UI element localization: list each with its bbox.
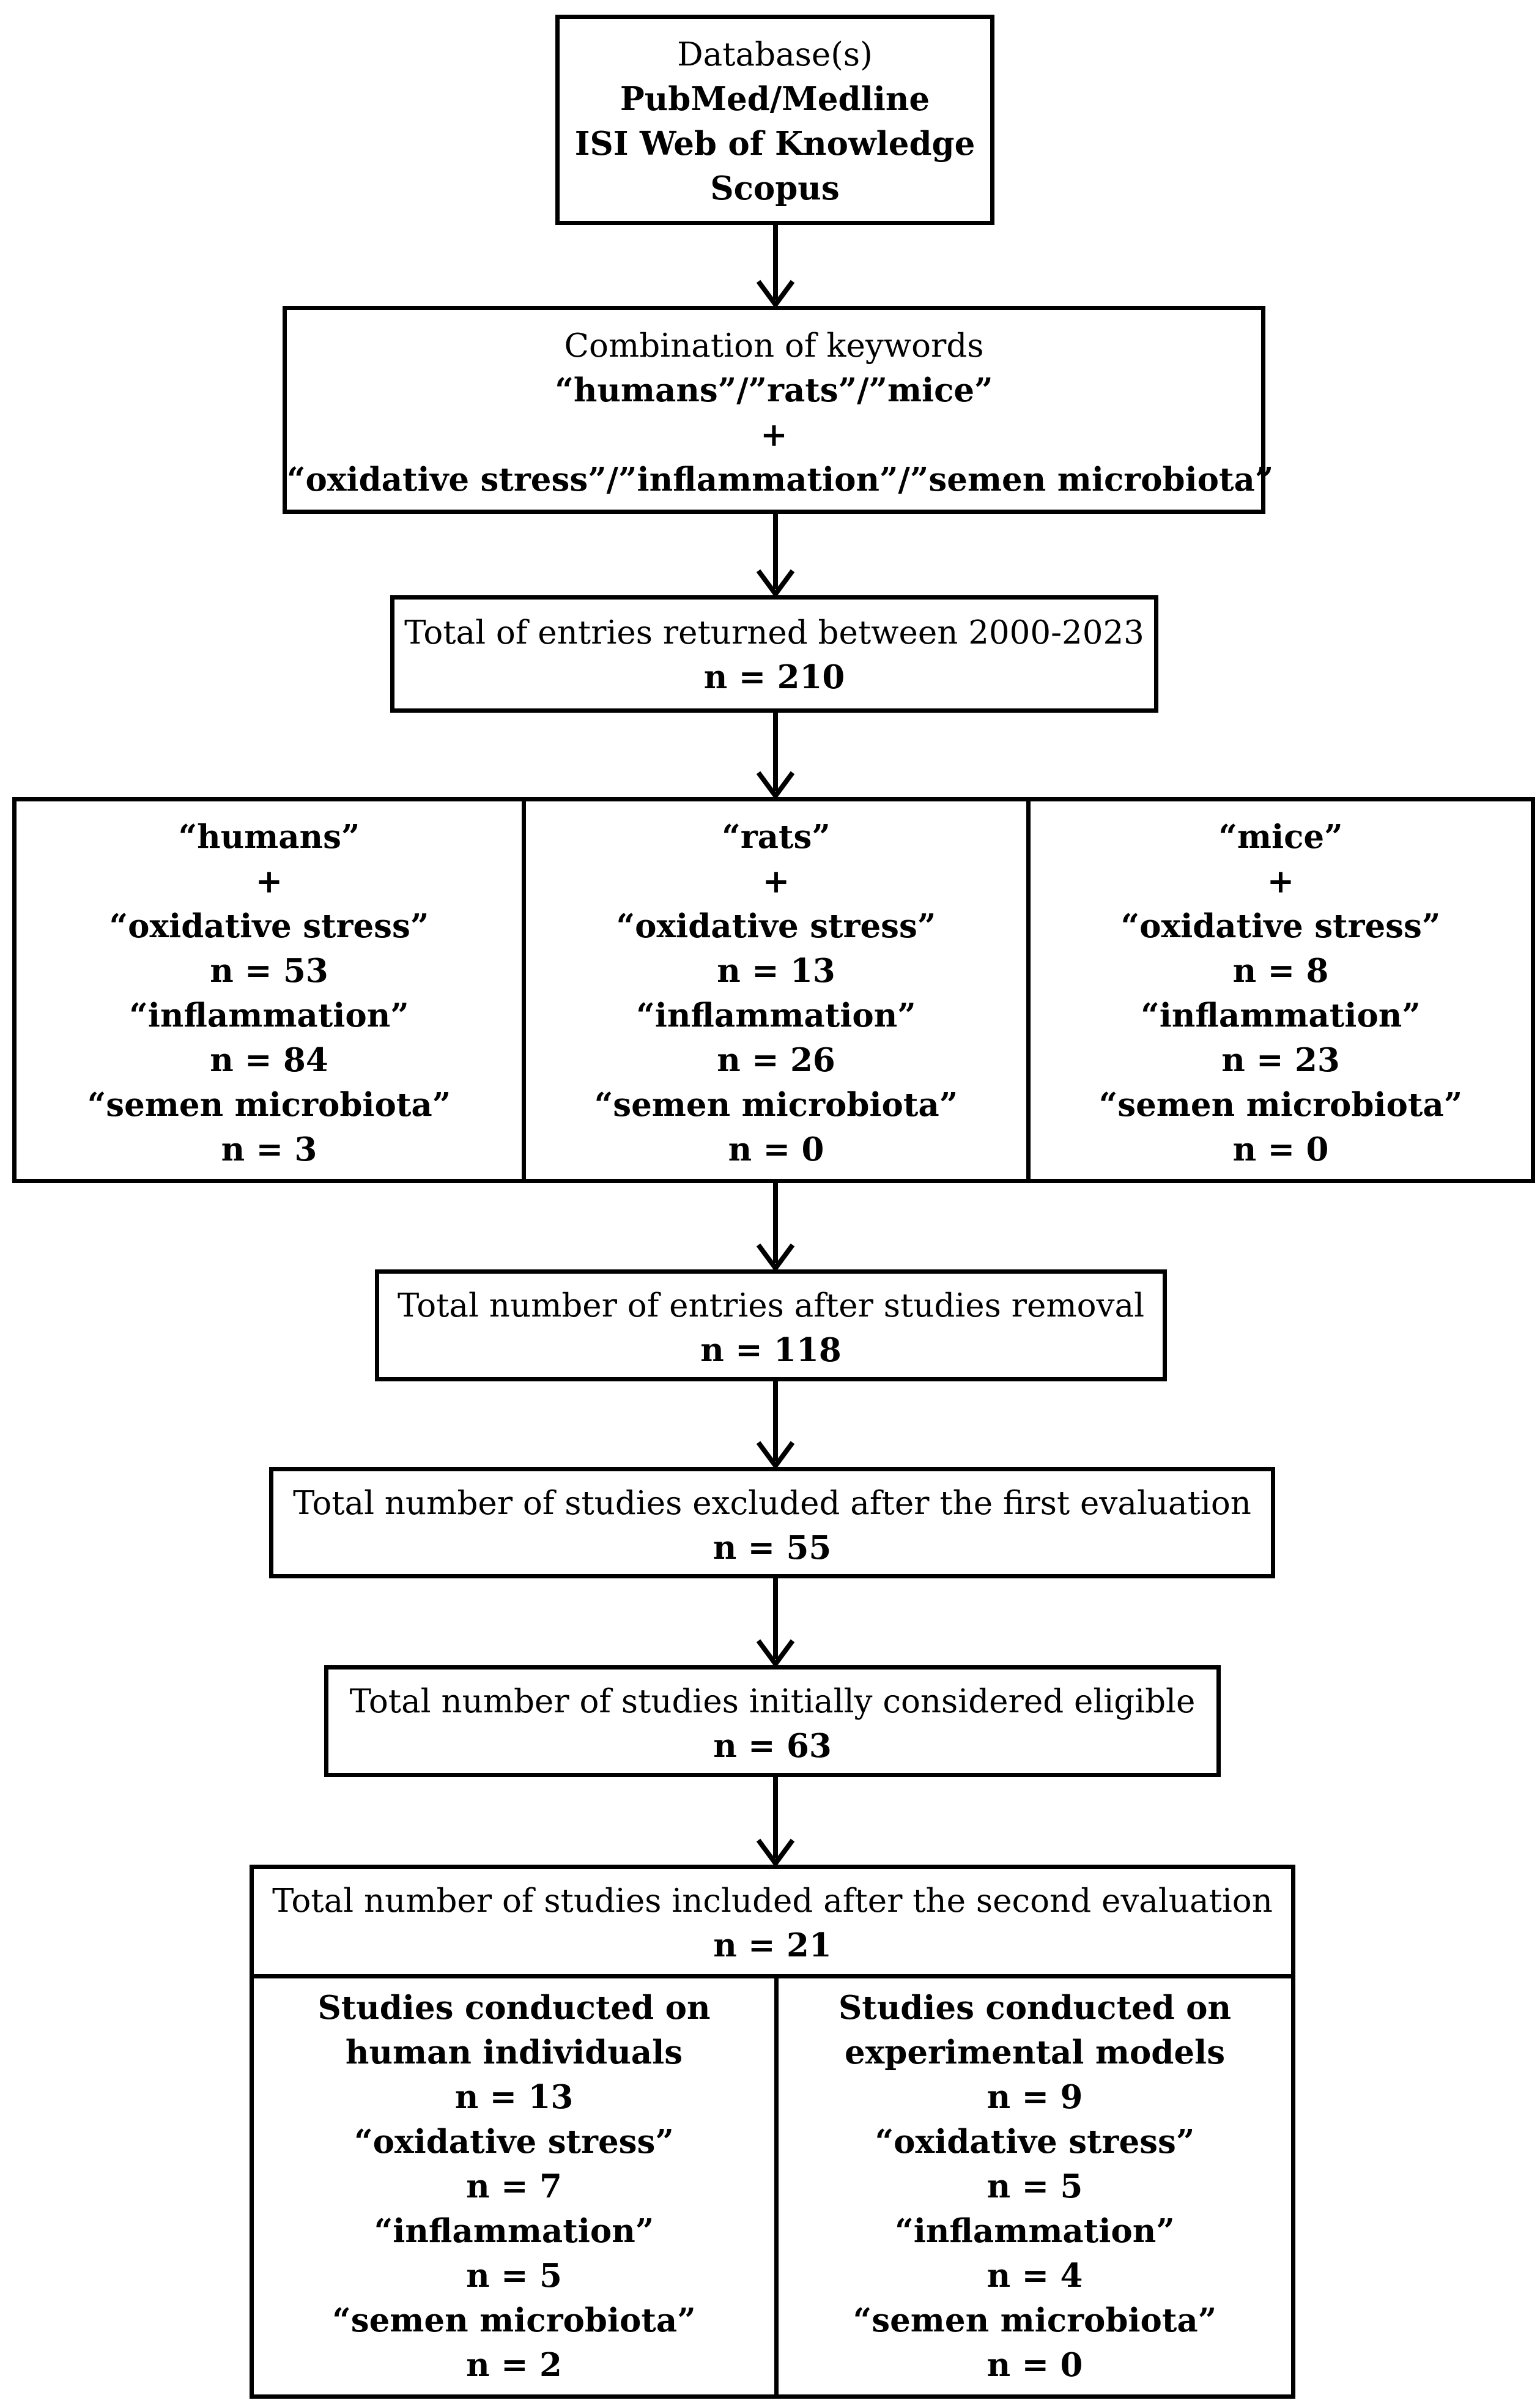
species-plus: + (255, 863, 283, 901)
inflammation-count: n = 84 (210, 1041, 328, 1079)
eligible-count: n = 63 (713, 1727, 832, 1765)
species-column-humans: “humans” + “oxidative stress” n = 53 “in… (17, 801, 522, 1179)
oxidative-stress-count: n = 53 (210, 952, 328, 990)
semen-microbiota-label: “semen microbiota” (1098, 1086, 1463, 1124)
arrowhead-keywords-to-total (756, 569, 795, 598)
semen-microbiota-label: “semen microbiota” (332, 2301, 696, 2339)
excluded-box: Total number of studies excluded after t… (269, 1467, 1275, 1578)
included-group-human: Studies conducted on human individuals n… (254, 1978, 774, 2394)
after-removal-box: Total number of entries after studies re… (375, 1269, 1167, 1381)
oxidative-stress-count: n = 5 (987, 2167, 1083, 2205)
database-source-pubmed: PubMed/Medline (620, 80, 930, 118)
species-table: “humans” + “oxidative stress” n = 53 “in… (12, 797, 1535, 1183)
arrowhead-excluded-to-eligible (756, 1639, 795, 1668)
database-heading: Database(s) (677, 36, 873, 73)
semen-microbiota-label: “semen microbiota” (853, 2301, 1217, 2339)
semen-microbiota-count: n = 0 (728, 1131, 824, 1168)
group-title-line2: human individuals (345, 2033, 683, 2071)
species-name: “humans” (178, 818, 360, 856)
keywords-plus: + (760, 416, 788, 454)
inflammation-label: “inflammation” (374, 2212, 654, 2250)
semen-microbiota-label: “semen microbiota” (594, 1086, 958, 1124)
group-title-line1: Studies conducted on (838, 1989, 1232, 2027)
included-count: n = 21 (713, 1926, 832, 1964)
eligible-box: Total number of studies initially consid… (324, 1665, 1221, 1777)
arrowhead-database-to-keywords (756, 280, 795, 309)
species-divider-1 (522, 801, 526, 1179)
total-entries-label: Total of entries returned between 2000-2… (404, 614, 1144, 652)
species-divider-2 (1026, 801, 1031, 1179)
group-total-count: n = 9 (987, 2078, 1083, 2116)
database-box: Database(s) PubMed/Medline ISI Web of Kn… (555, 15, 994, 225)
oxidative-stress-count: n = 7 (466, 2167, 562, 2205)
oxidative-stress-label: “oxidative stress” (1120, 907, 1441, 945)
arrowhead-removal-to-excluded (756, 1441, 795, 1470)
semen-microbiota-label: “semen microbiota” (87, 1086, 451, 1124)
eligible-label: Total number of studies initially consid… (349, 1683, 1196, 1720)
semen-microbiota-count: n = 3 (221, 1131, 317, 1168)
included-group-divider (774, 1974, 779, 2394)
species-column-rats: “rats” + “oxidative stress” n = 13 “infl… (526, 801, 1026, 1179)
total-entries-count: n = 210 (703, 658, 845, 696)
database-source-scopus: Scopus (710, 169, 840, 207)
after-removal-count: n = 118 (700, 1331, 842, 1369)
oxidative-stress-label: “oxidative stress” (354, 2123, 674, 2161)
keywords-species-line: “humans”/”rats”/”mice” (555, 371, 993, 409)
total-entries-box: Total of entries returned between 2000-2… (390, 595, 1158, 713)
keywords-heading: Combination of keywords (564, 327, 984, 365)
arrowhead-eligible-to-included (756, 1838, 795, 1868)
inflammation-count: n = 23 (1221, 1041, 1340, 1079)
included-header: Total number of studies included after t… (254, 1869, 1291, 1974)
group-title-line1: Studies conducted on (317, 1989, 711, 2027)
oxidative-stress-label: “oxidative stress” (875, 2123, 1195, 2161)
species-plus: + (1267, 863, 1295, 901)
database-source-isi: ISI Web of Knowledge (574, 125, 975, 163)
semen-microbiota-count: n = 2 (466, 2346, 562, 2384)
species-name: “rats” (722, 818, 831, 856)
oxidative-stress-label: “oxidative stress” (616, 907, 936, 945)
arrowhead-species-to-removal (756, 1243, 795, 1272)
oxidative-stress-count: n = 8 (1232, 952, 1329, 990)
arrowhead-total-to-species (756, 771, 795, 800)
included-box: Total number of studies included after t… (250, 1865, 1295, 2399)
oxidative-stress-count: n = 13 (717, 952, 835, 990)
inflammation-count: n = 5 (466, 2257, 562, 2295)
keywords-topics-line: “oxidative stress”/”inflammation”/”semen… (287, 461, 1274, 499)
species-column-mice: “mice” + “oxidative stress” n = 8 “infla… (1031, 801, 1531, 1179)
keywords-box: Combination of keywords “humans”/”rats”/… (283, 306, 1274, 514)
inflammation-label: “inflammation” (895, 2212, 1175, 2250)
inflammation-label: “inflammation” (636, 997, 916, 1034)
species-name: “mice” (1218, 818, 1343, 856)
inflammation-label: “inflammation” (129, 997, 409, 1034)
semen-microbiota-count: n = 0 (1232, 1131, 1329, 1168)
after-removal-label: Total number of entries after studies re… (397, 1287, 1145, 1324)
excluded-label: Total number of studies excluded after t… (293, 1485, 1251, 1522)
excluded-count: n = 55 (713, 1529, 832, 1567)
oxidative-stress-label: “oxidative stress” (109, 907, 429, 945)
inflammation-count: n = 4 (987, 2257, 1083, 2295)
semen-microbiota-count: n = 0 (987, 2346, 1083, 2384)
inflammation-label: “inflammation” (1141, 997, 1421, 1034)
group-total-count: n = 13 (454, 2078, 574, 2116)
included-label: Total number of studies included after t… (272, 1882, 1273, 1920)
included-group-experimental: Studies conducted on experimental models… (779, 1978, 1291, 2394)
included-header-divider (254, 1974, 1291, 1978)
group-title-line2: experimental models (844, 2033, 1226, 2071)
inflammation-count: n = 26 (717, 1041, 835, 1079)
species-plus: + (762, 863, 790, 901)
